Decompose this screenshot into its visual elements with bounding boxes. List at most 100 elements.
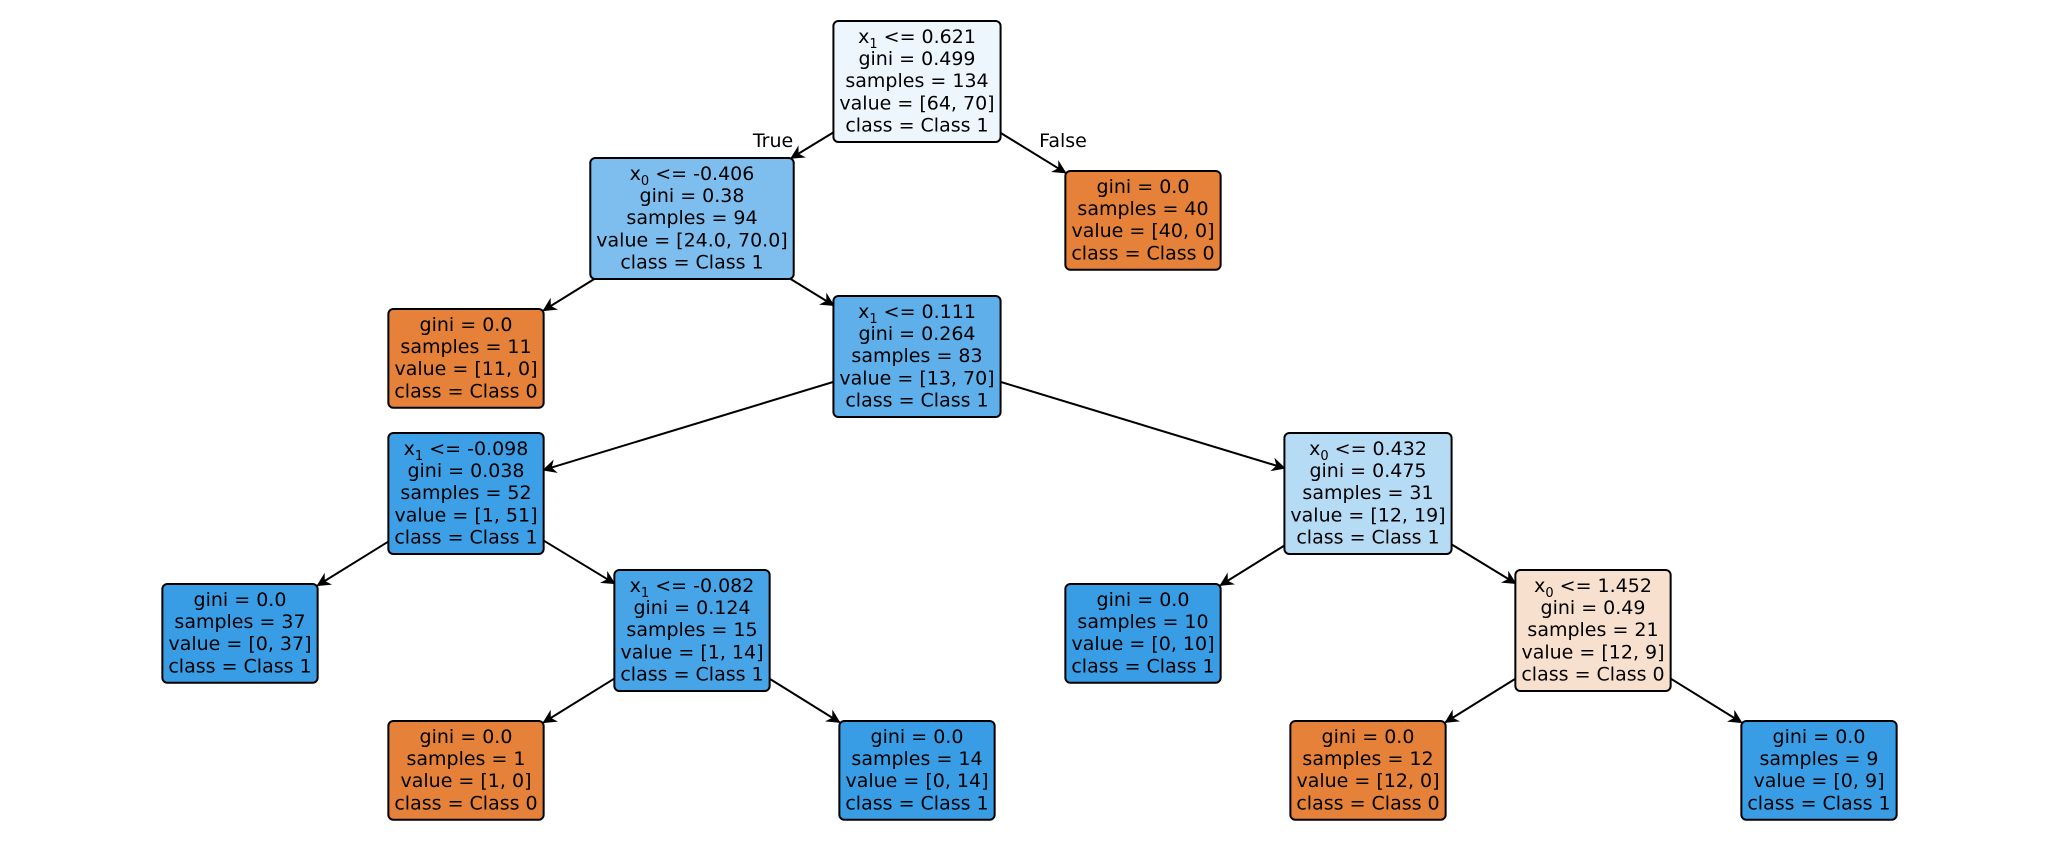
split-condition: x0 <= 1.452 [1534,575,1652,601]
gini-label: gini = 0.264 [858,323,975,345]
class-label: class = Class 1 [620,252,763,274]
tree-edge [1219,544,1285,586]
class-label: class = Class 1 [168,655,311,677]
node-box [387,432,545,555]
class-label: class = Class 1 [845,115,988,137]
samples-label: samples = 40 [1077,198,1208,220]
split-condition: x0 <= -0.406 [630,163,755,189]
node-box [1064,170,1222,271]
value-label: value = [0, 14] [845,770,988,792]
gini-label: gini = 0.0 [1322,726,1415,748]
class-label: class = Class 1 [1071,655,1214,677]
gini-label: gini = 0.0 [871,726,964,748]
false-edge-label: False [1039,130,1087,152]
value-label: value = [0, 9] [1754,770,1885,792]
class-label: class = Class 0 [394,380,537,402]
node-box [1283,432,1453,555]
gini-label: gini = 0.0 [194,589,287,611]
value-label: value = [40, 0] [1071,220,1214,242]
tree-edges [316,131,1743,724]
tree-edge [790,278,835,307]
node-box [387,308,545,409]
node-box [838,720,996,821]
true-edge-label: True [752,130,793,152]
gini-label: gini = 0.124 [633,597,750,619]
tree-edge [790,131,834,159]
samples-label: samples = 11 [400,336,531,358]
samples-label: samples = 94 [626,207,757,229]
class-label: class = Class 1 [1296,527,1439,549]
node-box [832,20,1002,143]
samples-label: samples = 12 [1302,748,1433,770]
node-box [1289,720,1447,821]
class-label: class = Class 1 [845,390,988,412]
samples-label: samples = 14 [851,748,982,770]
tree-edge [542,677,615,724]
tree-edge [1670,677,1743,724]
split-condition: x1 <= -0.098 [404,438,529,464]
samples-label: samples = 9 [1759,748,1878,770]
samples-label: samples = 37 [174,611,305,633]
value-label: value = [1, 0] [401,770,532,792]
value-label: value = [1, 51] [394,504,537,526]
tree-edge [1451,543,1517,585]
node-box [832,295,1002,418]
value-label: value = [12, 0] [1296,770,1439,792]
node-box [161,583,319,684]
value-label: value = [12, 19] [1290,504,1445,526]
class-label: class = Class 0 [1521,664,1664,686]
gini-label: gini = 0.499 [858,48,975,70]
tree-edge [1444,677,1516,723]
tree-edge [1000,380,1286,472]
tree-edge [316,540,389,587]
value-label: value = [12, 9] [1521,641,1664,663]
gini-label: gini = 0.038 [407,460,524,482]
value-label: value = [1, 14] [620,641,763,663]
gini-label: gini = 0.0 [1773,726,1866,748]
value-label: value = [11, 0] [394,358,537,380]
samples-label: samples = 52 [400,482,531,504]
samples-label: samples = 134 [845,70,988,92]
split-condition: x1 <= -0.082 [630,575,755,601]
node-box [1740,720,1898,821]
tree-edge [542,380,834,473]
class-label: class = Class 1 [620,664,763,686]
class-label: class = Class 1 [1747,792,1890,814]
value-label: value = [0, 10] [1071,633,1214,655]
value-label: value = [24.0, 70.0] [596,229,787,251]
class-label: class = Class 1 [845,792,988,814]
tree-edge [543,539,616,585]
class-label: class = Class 1 [394,527,537,549]
tree-edge [769,677,841,723]
gini-label: gini = 0.0 [1097,176,1190,198]
class-label: class = Class 0 [1071,242,1214,264]
gini-label: gini = 0.0 [1097,589,1190,611]
samples-label: samples = 1 [406,748,525,770]
value-label: value = [0, 37] [168,633,311,655]
gini-label: gini = 0.475 [1309,460,1426,482]
samples-label: samples = 21 [1527,619,1658,641]
value-label: value = [64, 70] [839,92,994,114]
gini-label: gini = 0.38 [640,185,745,207]
tree-edge [542,278,595,312]
gini-label: gini = 0.0 [420,726,513,748]
samples-label: samples = 10 [1077,611,1208,633]
samples-label: samples = 83 [851,345,982,367]
node-box [589,157,795,280]
gini-label: gini = 0.0 [420,314,513,336]
